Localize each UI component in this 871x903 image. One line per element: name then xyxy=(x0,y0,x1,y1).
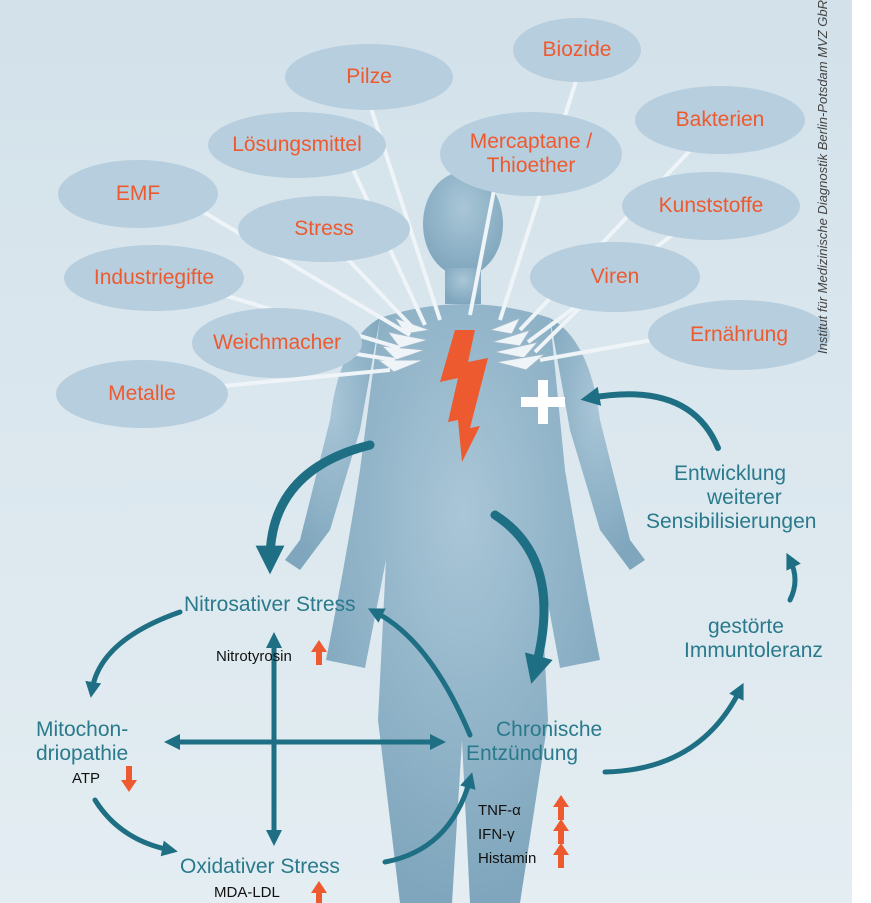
label-sensitization-line1: Entwicklung xyxy=(674,462,786,485)
bubble-metalle: Metalle xyxy=(56,360,228,428)
arrow-nitro-to-mito xyxy=(92,612,180,690)
label-tolerance-line2: Immuntoleranz xyxy=(684,639,823,662)
down-arrow-icon xyxy=(121,766,137,792)
image-credit: Institut für Medizinische Diagnostik Ber… xyxy=(812,0,832,903)
bubble-biozide: Biozide xyxy=(513,18,641,82)
arrow-tolerance-to-sensitization xyxy=(790,560,795,600)
bubble-weichmacher: Weichmacher xyxy=(192,308,362,378)
up-arrow-icon xyxy=(311,640,327,665)
marker-histamin: Histamin xyxy=(478,850,536,868)
up-arrow-icon xyxy=(311,881,327,903)
bubble-pilze: Pilze xyxy=(285,44,453,110)
up-arrow-icon xyxy=(553,843,569,868)
bubble-ernaehrung: Ernährung xyxy=(648,300,830,370)
bubble-bakterien: Bakterien xyxy=(635,86,805,154)
label-sensitization-line3: Sensibilisierungen xyxy=(646,510,816,533)
arrow-sensitization-to-plus xyxy=(590,394,718,448)
up-arrow-icon xyxy=(553,795,569,820)
bubble-kunststoffe: Kunststoffe xyxy=(622,172,800,240)
marker-atp: ATP xyxy=(72,770,100,788)
marker-nitrotyrosin: Nitrotyrosin xyxy=(216,648,292,666)
label-nitrosative-stress: Nitrosativer Stress xyxy=(184,593,356,616)
bubble-viren: Viren xyxy=(530,242,700,312)
arrow-mito-to-oxi xyxy=(95,800,170,850)
label-tolerance-line1: gestörte xyxy=(708,615,784,638)
marker-ifn-gamma: IFN-γ xyxy=(478,826,515,844)
up-arrow-icon xyxy=(553,819,569,844)
label-oxidative-stress: Oxidativer Stress xyxy=(180,855,340,878)
bubble-industriegifte: Industriegifte xyxy=(64,245,244,311)
arrow-chronic-to-tolerance xyxy=(605,690,740,772)
bubble-mercaptane: Mercaptane /Thioether xyxy=(440,112,622,196)
marker-tnf-alpha: TNF-α xyxy=(478,802,521,820)
marker-mda-ldl: MDA-LDL xyxy=(214,884,280,902)
label-mito-line1: Mitochon- xyxy=(36,718,128,741)
bubble-loesungsmittel: Lösungsmittel xyxy=(208,112,386,178)
label-chronic-line1: Chronische xyxy=(496,718,602,741)
bubble-emf: EMF xyxy=(58,160,218,228)
label-chronic-line2: Entzündung xyxy=(466,742,578,765)
label-sensitization-line2: weiterer xyxy=(707,486,782,509)
label-mito-line2: driopathie xyxy=(36,742,128,765)
bubble-stress: Stress xyxy=(238,196,410,262)
